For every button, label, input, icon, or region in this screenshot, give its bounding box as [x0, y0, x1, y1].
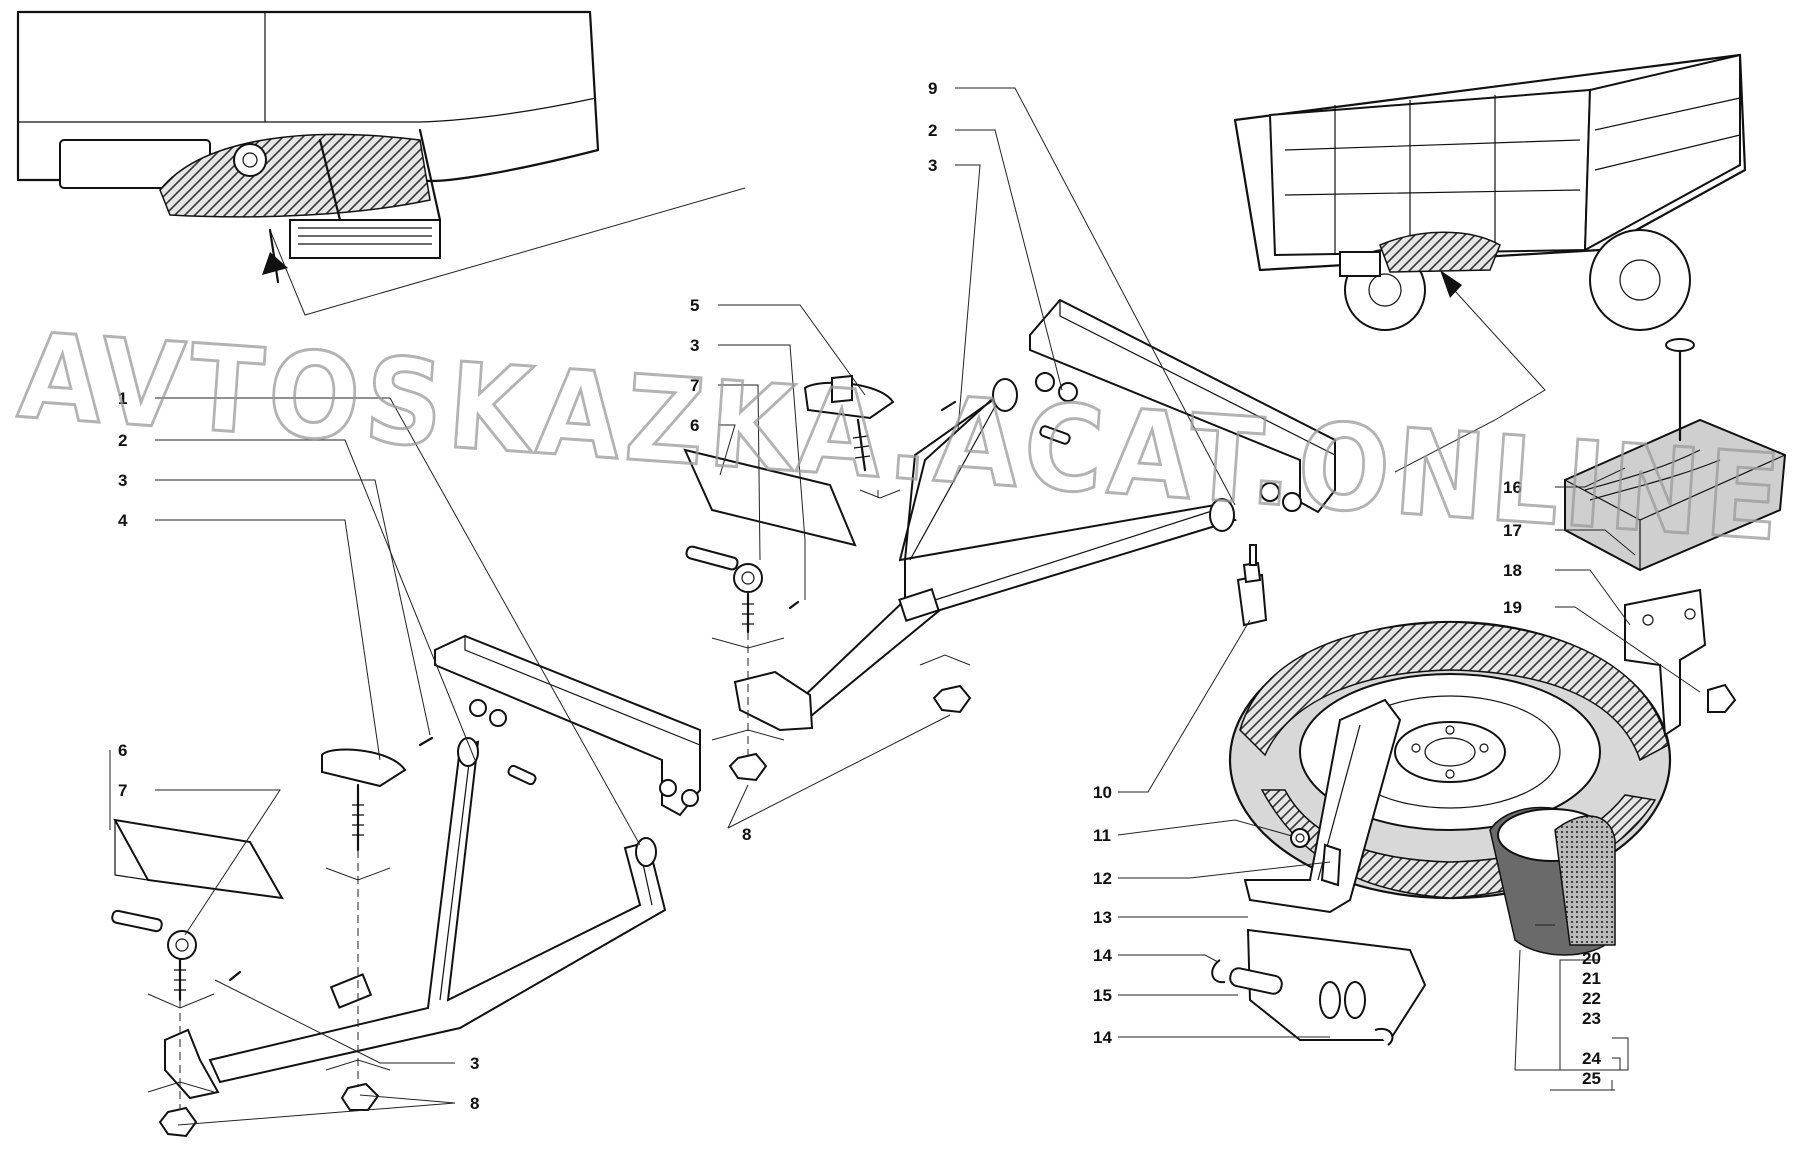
wheel-holder-13: [1243, 698, 1402, 914]
left-clamp-plate-4: [321, 748, 407, 788]
callout-12: 12: [1093, 869, 1112, 888]
callout-1: 1: [118, 389, 127, 408]
callout-3: 3: [928, 156, 937, 175]
callout-25: 25: [1582, 1069, 1601, 1088]
callout-14: 14: [1093, 946, 1112, 965]
callout-14: 14: [1093, 1028, 1112, 1047]
callout-21: 21: [1582, 969, 1601, 988]
callout-5: 5: [690, 296, 699, 315]
leader-lines: [109, 87, 1701, 1126]
callout-23: 23: [1582, 1009, 1601, 1028]
callout-2: 2: [118, 431, 127, 450]
leader-truck-overview: [1394, 279, 1546, 473]
middle-carrier-arm: [799, 382, 1238, 728]
callout-13: 13: [1093, 908, 1112, 927]
callout-3: 3: [470, 1054, 479, 1073]
middle-bracket-6: [683, 448, 857, 547]
callout-3: 3: [690, 336, 699, 355]
middle-hook: [733, 670, 814, 732]
valve-10: [1236, 573, 1268, 627]
callout-18: 18: [1503, 561, 1522, 580]
callout-4: 4: [118, 511, 128, 530]
callout-8: 8: [742, 825, 751, 844]
watermark: AVTOSKAZKA.ACAT.ONLINE: [14, 306, 1789, 567]
callout-19: 19: [1503, 598, 1522, 617]
callout-6: 6: [690, 416, 699, 435]
arrow-head-overview: [1440, 270, 1462, 298]
left-assembly: [111, 634, 701, 1138]
callout-15: 15: [1093, 986, 1112, 1005]
callout-24: 24: [1582, 1049, 1601, 1068]
callout-16: 16: [1503, 478, 1522, 497]
left-crossbar: [434, 634, 701, 817]
callout-8: 8: [470, 1094, 479, 1113]
truck-overview: [1233, 53, 1747, 331]
callout-22: 22: [1582, 989, 1601, 1008]
leader-truck-detail: [269, 187, 746, 316]
arrow-head-truck-detail: [262, 252, 288, 275]
callout-2: 2: [928, 121, 937, 140]
callout-7: 7: [690, 376, 699, 395]
callout-17: 17: [1503, 521, 1522, 540]
callout-11: 11: [1093, 826, 1111, 845]
callout-20: 20: [1582, 949, 1601, 968]
callout-9: 9: [928, 79, 937, 98]
truck-rear-detail: [16, 10, 600, 259]
spare-wheel-assembly: [1211, 338, 1787, 1046]
callout-10: 10: [1093, 783, 1112, 802]
callout-6: 6: [118, 741, 127, 760]
left-bracket-6: [113, 818, 284, 900]
bracket-18: [1624, 588, 1707, 737]
left-hook: [164, 1028, 220, 1100]
callout-3: 3: [118, 471, 127, 490]
callout-numbers: 1 2 3 4 6 7 3 8 9 2 3 5 3 7 6 8 16 17 18…: [118, 79, 1601, 1113]
callout-7: 7: [118, 781, 127, 800]
